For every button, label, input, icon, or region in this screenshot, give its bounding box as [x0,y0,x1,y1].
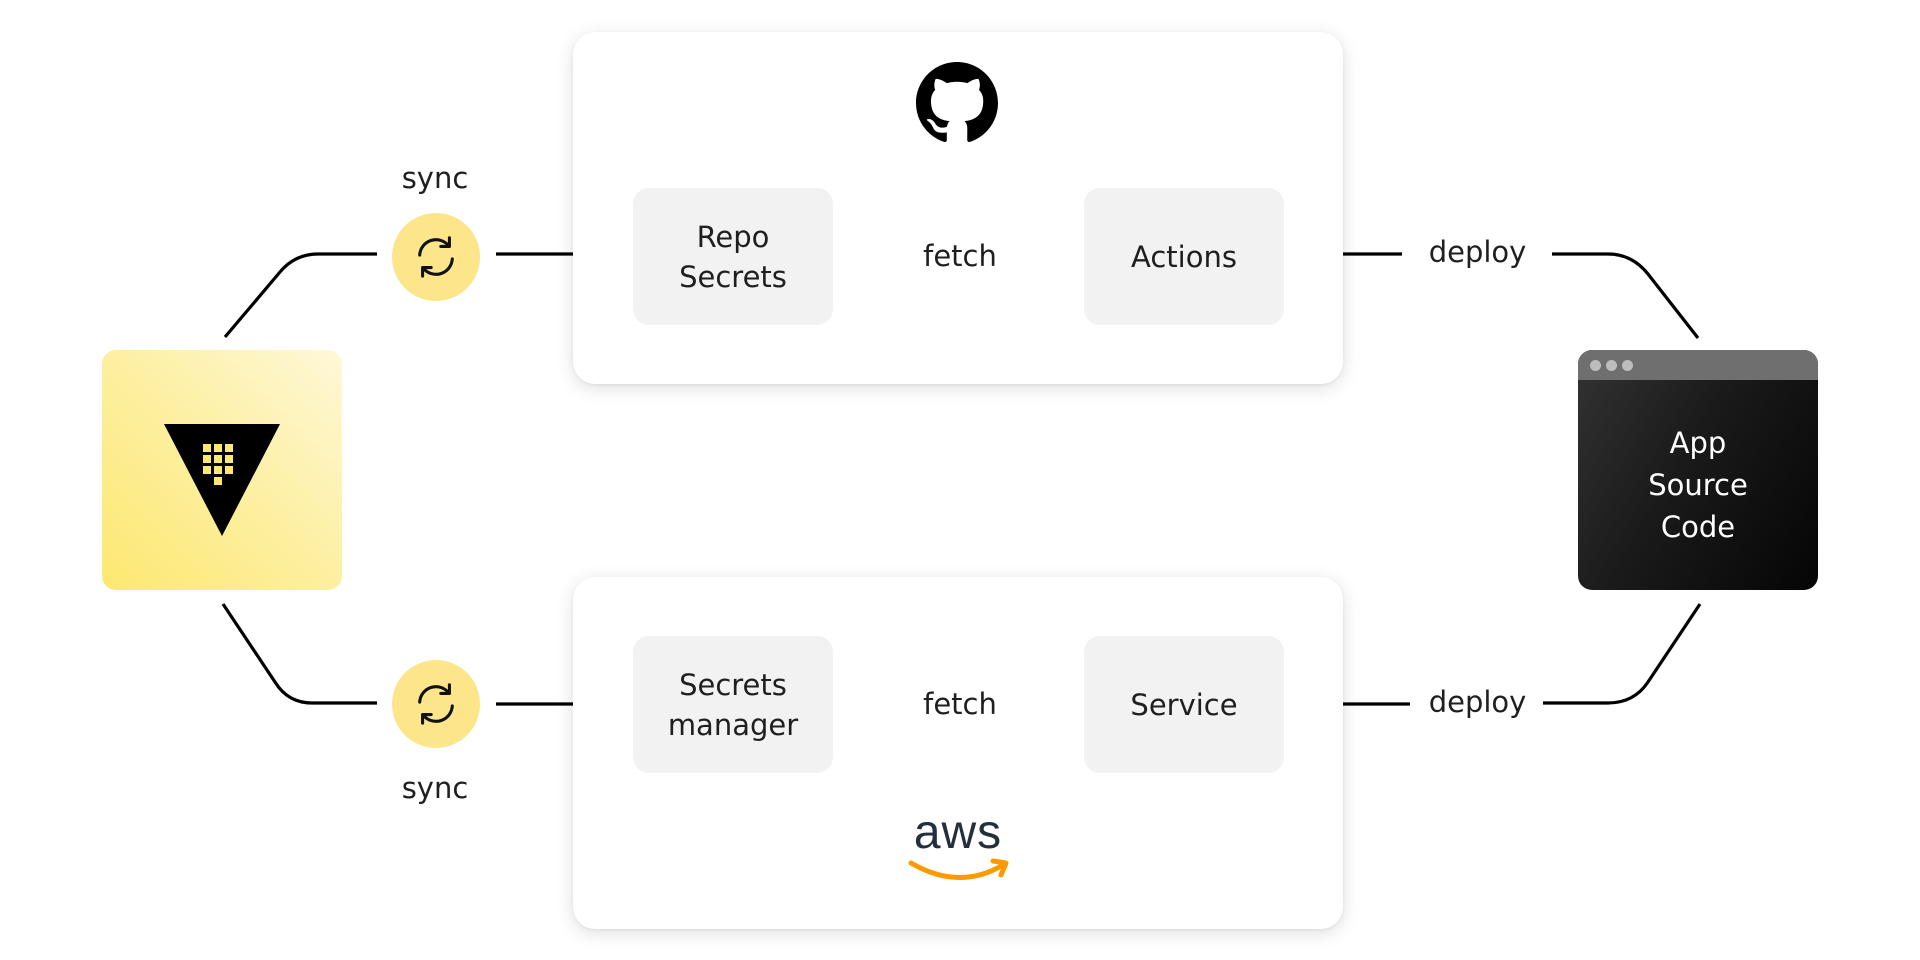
hashicorp-vault-logo-icon [164,424,280,536]
window-dot-icon [1606,360,1617,371]
repo-secrets-node: Repo Secrets [633,188,833,325]
app-source-code-window: App Source Code [1578,350,1818,590]
sync-top-label: sync [401,161,469,195]
secrets-manager-node: Secrets manager [633,636,833,773]
aws-logo: aws [903,809,1013,889]
vault-to-sync-top-line [223,252,377,339]
sync-icon [418,236,454,278]
source-to-deploy-bottom-line [1543,603,1702,705]
sync-top-circle [392,213,480,301]
service-node: Service [1084,636,1284,773]
source-to-deploy-top-line [1552,252,1700,339]
window-dot-icon [1622,360,1633,371]
window-dot-icon [1590,360,1601,371]
aws-logo-text: aws [913,806,1003,859]
github-panel: Repo Secrets Actions [573,32,1343,384]
github-logo-icon [916,62,998,142]
fetch-top-label: fetch [923,239,997,273]
aws-panel: Secrets manager Service aws [573,577,1343,929]
deploy-top-label: deploy [1428,235,1527,269]
deploy-bottom-label: deploy [1428,685,1527,719]
aws-smile-icon [908,858,1009,880]
sync-bottom-label: sync [401,771,469,805]
sync-icon [418,683,454,725]
fetch-bottom-label: fetch [923,687,997,721]
actions-node: Actions [1084,188,1284,325]
sync-bottom-circle [392,660,480,748]
app-source-code-label: App Source Code [1648,426,1748,544]
window-titlebar [1578,350,1818,380]
vault-tile [102,350,342,590]
vault-to-sync-bottom-line [221,603,377,705]
